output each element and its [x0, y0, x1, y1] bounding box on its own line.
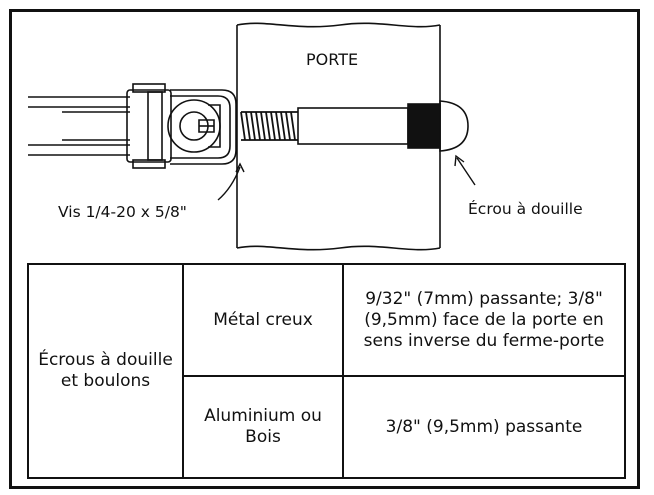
- door-section-icon: [236, 22, 441, 251]
- material-cell: Métal creux: [182, 263, 344, 377]
- sex-nut-label: Écrou à douille: [468, 200, 583, 218]
- screw-label: Vis 1/4-20 x 5/8": [58, 203, 187, 221]
- door-label: PORTE: [306, 50, 359, 69]
- spec-cell: 3/8" (9,5mm) passante: [342, 375, 626, 479]
- material-cell: Aluminium ou Bois: [182, 375, 344, 479]
- table-row: Aluminium ou Bois 3/8" (9,5mm) passante: [28, 375, 626, 479]
- spec-cell: 9/32" (7mm) passante; 3/8" (9,5mm) face …: [342, 263, 626, 377]
- hole-spec-table: Écrous à douille et boulons Métal creux …: [27, 263, 626, 479]
- outer-frame: [9, 9, 640, 489]
- leader-lines: [217, 154, 476, 201]
- group-cell: Écrous à douille et boulons: [27, 263, 184, 479]
- table-row: Écrous à douille et boulons Métal creux …: [27, 263, 626, 479]
- screw-icon: [240, 111, 298, 141]
- installation-diagram: [28, 22, 476, 251]
- closer-arm-icon: [28, 83, 237, 169]
- sex-bolt-icon: [297, 100, 469, 152]
